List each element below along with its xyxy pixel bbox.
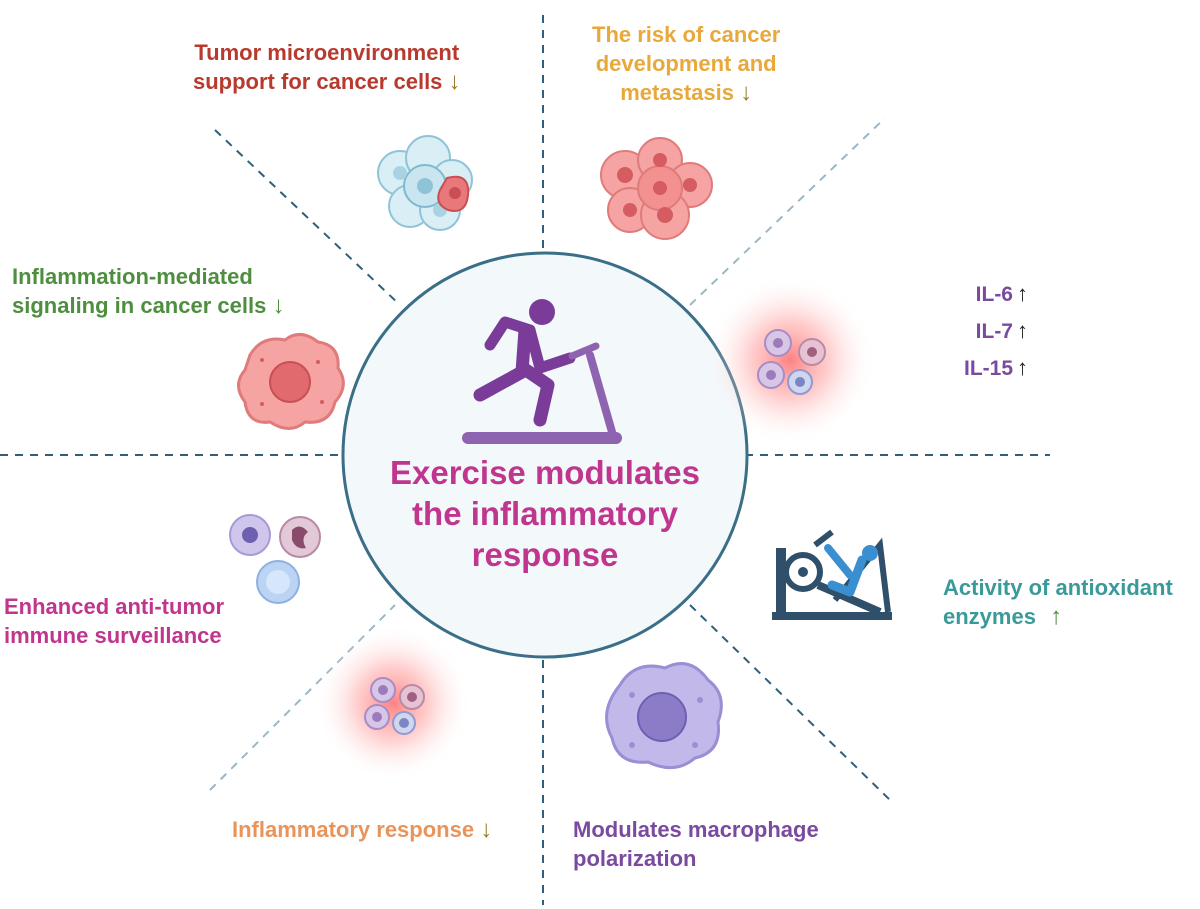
up-arrow-icon: ↑ xyxy=(1017,318,1028,343)
label-macrophage: Modulates macrophage polarization xyxy=(573,817,819,871)
label-inflammatory-response: Inflammatory response ↓ xyxy=(232,816,493,843)
down-arrow-icon: ↓ xyxy=(272,292,285,319)
interleukin-item: IL-7↑ xyxy=(975,318,1028,343)
cancer-cell-cluster-icon xyxy=(600,137,713,240)
immune-cells-icon xyxy=(229,514,321,604)
center-circle xyxy=(341,251,749,659)
spoke-ne xyxy=(689,117,886,306)
center-title: Exercise modulates the inflammatory resp… xyxy=(390,454,700,573)
interleukin-item: IL-6↑ xyxy=(975,281,1028,306)
label-antioxidant: Activity of antioxidant enzymes ↑ xyxy=(943,575,1173,630)
up-arrow-icon: ↑ xyxy=(1050,603,1063,630)
down-arrow-icon: ↓ xyxy=(740,79,753,106)
interleukin-item: IL-15↑ xyxy=(963,355,1028,380)
up-arrow-icon: ↑ xyxy=(1017,355,1028,380)
inflamed-immune-cells-icon-2 xyxy=(315,625,471,781)
treadmill-runner-icon xyxy=(462,299,622,444)
interleukin-list: IL-6↑ IL-7↑ IL-15↑ xyxy=(918,276,1028,387)
up-arrow-icon: ↑ xyxy=(1017,281,1028,306)
label-tumor-microenvironment: Tumor microenvironment support for cance… xyxy=(193,40,461,95)
dashed-spokes xyxy=(0,15,1050,905)
inflamed-immune-cells-icon xyxy=(705,275,875,445)
spoke-se xyxy=(689,604,891,801)
label-immune-surveillance: Enhanced anti-tumor immune surveillance xyxy=(4,594,225,648)
leg-press-machine-icon xyxy=(772,529,892,620)
label-inflammation-signaling: Inflammation-mediated signaling in cance… xyxy=(12,264,285,319)
macrophage-icon xyxy=(605,662,723,770)
label-risk-cancer: The risk of cancer development and metas… xyxy=(592,22,781,106)
tumor-cell-cluster-icon xyxy=(377,135,473,231)
cancer-cell-icon xyxy=(237,333,345,430)
down-arrow-icon: ↓ xyxy=(480,816,493,843)
down-arrow-icon: ↓ xyxy=(448,68,461,95)
spoke-nw xyxy=(214,129,401,306)
